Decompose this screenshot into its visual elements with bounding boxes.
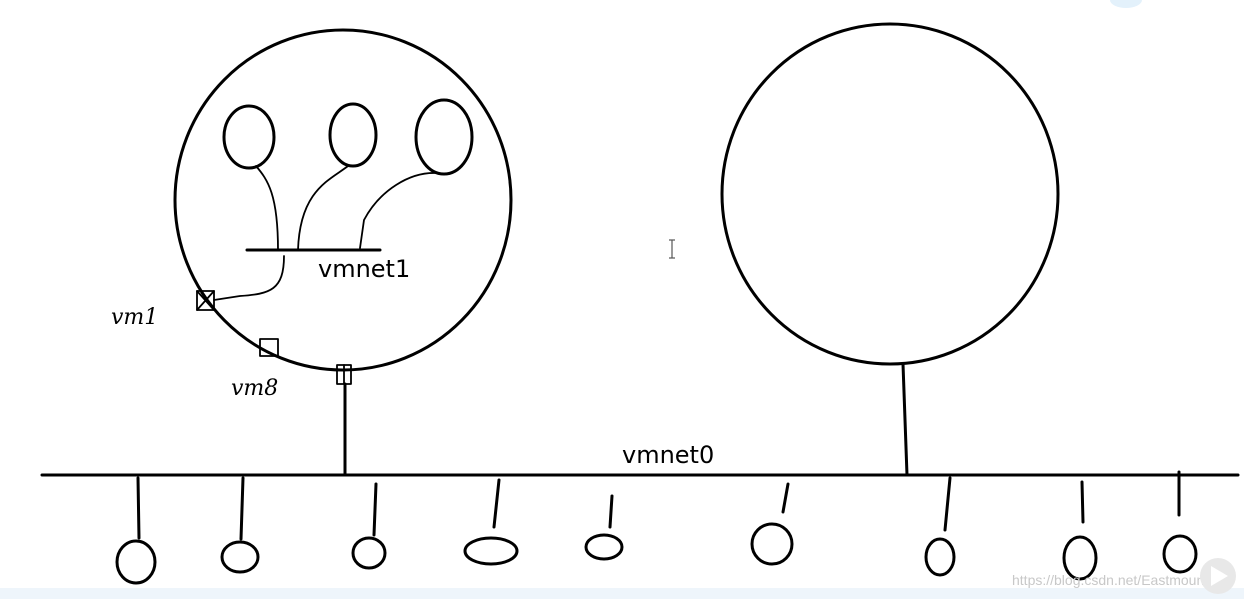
node-5-link [608,494,614,529]
node-9 [1162,534,1198,574]
text-cursor-icon [669,239,675,259]
ui-artifact-blob [1110,0,1142,8]
vm1-handwritten-label: vm1 [111,305,158,330]
bridge-adapter-icon [336,364,352,385]
node-2-link [239,476,245,541]
vm-node-1 [222,104,276,170]
vm1-adapter-icon [196,290,215,311]
vm2-link [297,165,349,251]
node-2 [220,540,260,574]
vm-node-3 [414,98,474,176]
node-3-link [372,482,378,537]
node-8 [1062,535,1098,581]
vm8-handwritten-label: vm8 [231,376,278,401]
vmnet1-adapter-wire [213,255,285,301]
play-icon [1200,558,1236,594]
node-4 [463,536,519,566]
node-7-link [943,476,952,532]
node-3 [351,536,387,570]
node-6 [750,522,794,566]
node-1 [115,539,157,585]
bottom-blur-strip [0,588,1244,599]
node-5 [584,533,624,561]
vm1-link [255,165,279,251]
vmnet0-label: vmnet0 [622,441,714,469]
node-4-link [492,478,501,529]
node-7 [924,537,956,577]
node-6-link [781,482,790,514]
host-left-circle [173,28,513,372]
watermark-text: https://blog.csdn.net/Eastmount [1012,572,1208,588]
vm8-adapter-icon [259,338,279,357]
vm3-link [359,172,437,249]
vm-node-2 [328,102,378,168]
node-1-link [136,476,141,540]
host-right-circle [720,22,1060,366]
node-8-link [1080,480,1085,524]
vmnet1-label: vmnet1 [318,255,410,283]
right-host-uplink [901,362,909,477]
